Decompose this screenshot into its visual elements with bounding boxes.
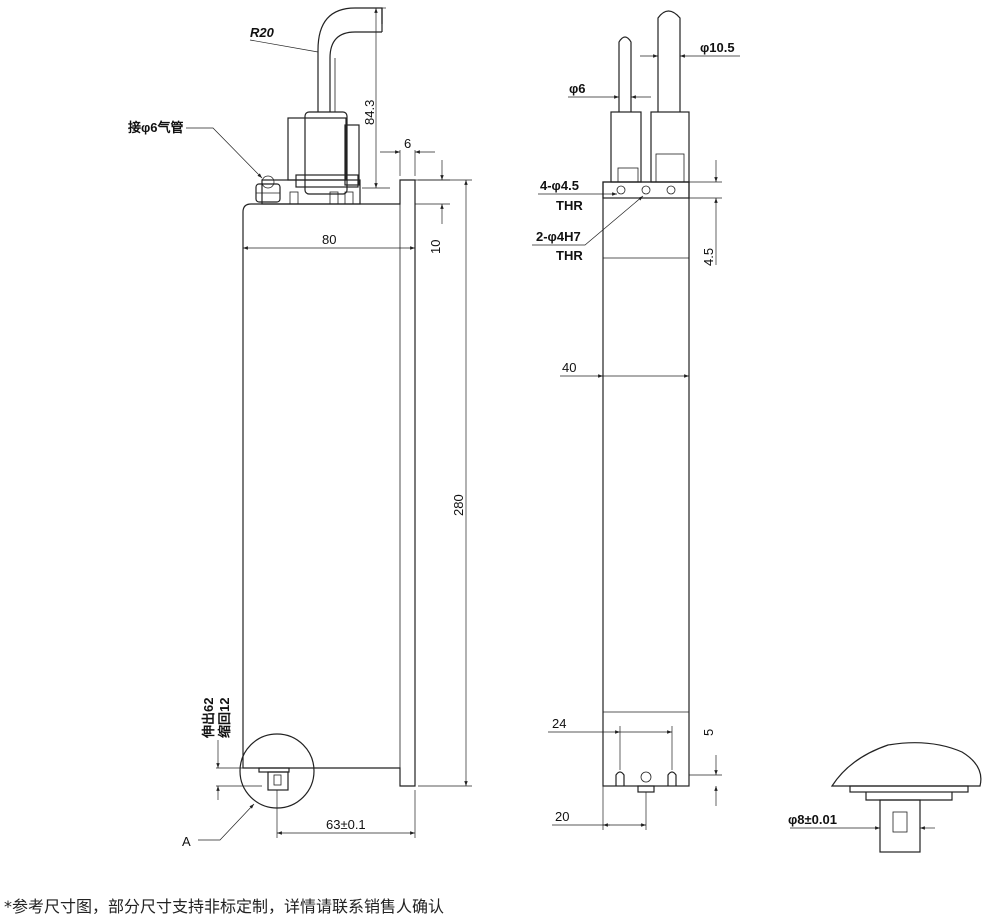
r20-label: R20 xyxy=(250,25,275,40)
tube-connector-label: 接φ6气管 xyxy=(128,120,184,135)
side-view: φ10.5 φ6 4-φ4.5 THR 2-φ4H7 THR 4.5 40 24 xyxy=(532,10,740,830)
dim-phi6: φ6 xyxy=(569,81,586,96)
dim-4-5: 4.5 xyxy=(701,248,716,266)
holes-2-label: 2-φ4H7 xyxy=(536,229,581,244)
dim-280: 280 xyxy=(451,494,466,516)
dim-phi10-5: φ10.5 xyxy=(700,40,735,55)
front-body xyxy=(242,179,416,787)
front-view: R20 接φ6气管 84.3 6 80 10 280 伸出6 xyxy=(128,7,472,849)
valve-block xyxy=(255,111,361,205)
dim-80: 80 xyxy=(322,232,336,247)
detail-a-label: A xyxy=(182,834,191,849)
footnote: *参考尺寸图，部分尺寸支持非标定制，详情请联系销售人确认 xyxy=(4,897,445,916)
bent-tube xyxy=(317,7,383,112)
stroke-retract-label: 缩回12 xyxy=(217,698,232,738)
dim-10: 10 xyxy=(428,240,443,254)
dim-5: 5 xyxy=(701,729,716,736)
holes-4-label: 4-φ4.5 xyxy=(540,178,579,193)
holes-4-thr: THR xyxy=(556,198,583,213)
technical-drawing: R20 接φ6气管 84.3 6 80 10 280 伸出6 xyxy=(128,7,982,853)
dim-40: 40 xyxy=(562,360,576,375)
dim-63: 63±0.1 xyxy=(326,817,366,832)
dim-6: 6 xyxy=(404,136,411,151)
dim-20: 20 xyxy=(555,809,569,824)
dim-phi8: φ8±0.01 xyxy=(788,812,837,827)
dim-24: 24 xyxy=(552,716,566,731)
dim-84-3: 84.3 xyxy=(362,100,377,125)
stroke-extend-label: 伸出62 xyxy=(201,698,216,739)
detail-a-view: φ8±0.01 xyxy=(788,742,982,853)
side-body xyxy=(602,181,690,787)
holes-2-thr: THR xyxy=(556,248,583,263)
